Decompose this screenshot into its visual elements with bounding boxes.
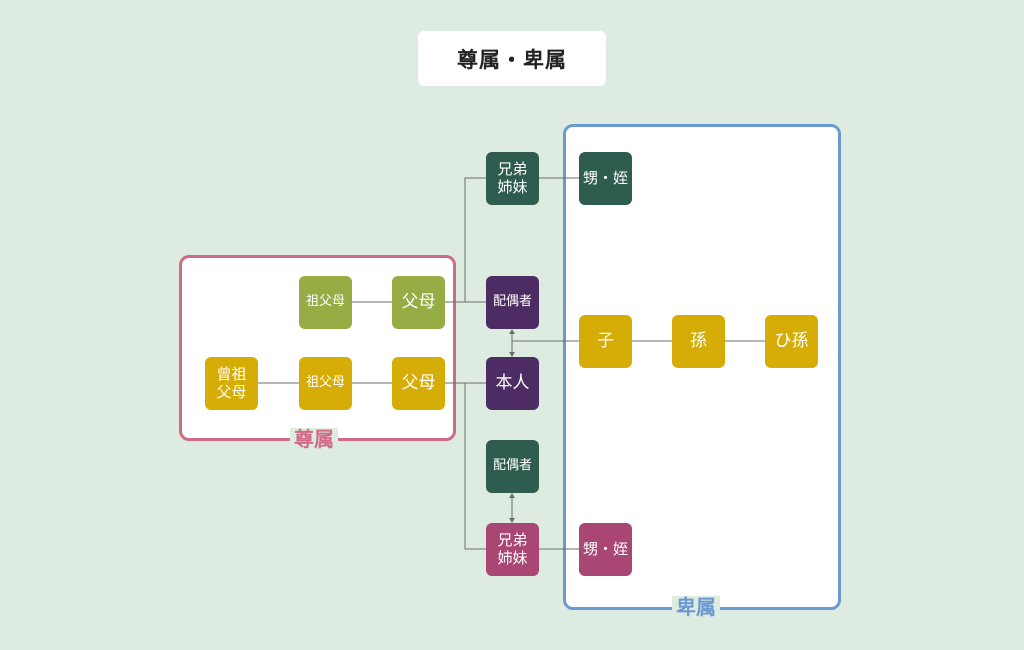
node-great-grandparents: 曾祖 父母 (205, 357, 258, 410)
node-siblings-spouse-side: 兄弟 姉妹 (486, 152, 539, 205)
node-grandchild: 孫 (672, 315, 725, 368)
arrow-up-icon (509, 329, 515, 334)
arrow-up-icon (509, 493, 515, 498)
ascendants-label: 尊属 (290, 428, 338, 450)
node-self: 本人 (486, 357, 539, 410)
node-parents-spouse-side: 父母 (392, 276, 445, 329)
diagram-title: 尊属・卑属 (418, 31, 606, 86)
node-great-grandchild: ひ孫 (765, 315, 818, 368)
arrow-down-icon (509, 518, 515, 523)
node-siblings: 兄弟 姉妹 (486, 523, 539, 576)
node-sibling-spouse: 配偶者 (486, 440, 539, 493)
node-parents: 父母 (392, 357, 445, 410)
arrow-down-icon (509, 352, 515, 357)
node-spouse: 配偶者 (486, 276, 539, 329)
node-child: 子 (579, 315, 632, 368)
connector-parents-siblings (445, 382, 486, 550)
node-nephew-niece: 甥・姪 (579, 523, 632, 576)
node-nephew-niece-spouse-side: 甥・姪 (579, 152, 632, 205)
connector-parents-spouse-siblings (445, 177, 486, 303)
node-grandparents: 祖父母 (299, 357, 352, 410)
descendants-label: 卑属 (672, 596, 720, 618)
node-grandparents-spouse-side: 祖父母 (299, 276, 352, 329)
